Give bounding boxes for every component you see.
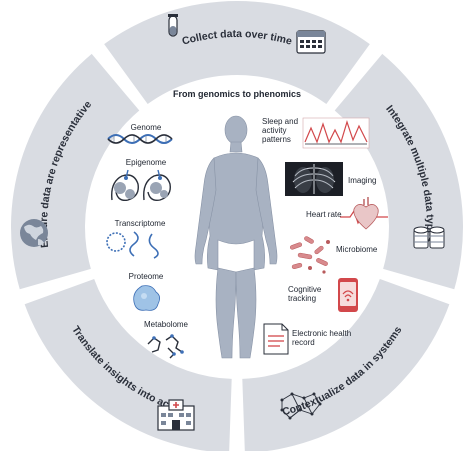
- calendar-icon: [296, 30, 326, 54]
- chromatin-icon: [111, 169, 171, 202]
- item-label-transcriptome: Transcriptome: [115, 219, 166, 228]
- bacteria-icon: [289, 236, 330, 274]
- protein-blob-icon: [133, 285, 160, 311]
- right-item-label: Heart rate: [306, 210, 342, 219]
- right-item-label-line: record: [292, 338, 315, 347]
- dna-helix-icon: [107, 134, 173, 144]
- right-item-label-line: tracking: [288, 294, 316, 303]
- right-item-label-line: Heart rate: [306, 210, 342, 219]
- smartphone-icon: [338, 278, 358, 312]
- item-label-epigenome: Epigenome: [126, 158, 167, 167]
- right-item-label-line: patterns: [262, 135, 291, 144]
- document-icon: [263, 323, 289, 355]
- chest-xray-icon: [285, 162, 343, 196]
- right-item-label: Imaging: [348, 176, 376, 185]
- ring-segment: [242, 278, 450, 451]
- database-stack-icon: [413, 226, 445, 249]
- right-item-label-line: Sleep and: [262, 117, 298, 126]
- item-label-metabolome: Metabolome: [144, 320, 189, 329]
- rna-strand-icon: [106, 231, 159, 259]
- right-item-label-line: Imaging: [348, 176, 376, 185]
- center-title: From genomics to phenomics: [173, 89, 301, 99]
- globe-icon: [20, 219, 48, 247]
- right-item-label-line: Electronic health: [292, 329, 351, 338]
- test-tube-calendar-icon: [168, 14, 178, 37]
- right-item-label-line: Microbiome: [336, 245, 378, 254]
- human-figure: [194, 115, 278, 359]
- network-map-icon: [280, 392, 322, 420]
- activity-chart-icon: [302, 117, 370, 149]
- right-item-label: Microbiome: [336, 245, 378, 254]
- heart-icon: [340, 197, 388, 230]
- hospital-icon: [157, 399, 195, 431]
- molecule-network-icon: [147, 334, 184, 359]
- item-label-proteome: Proteome: [129, 272, 164, 281]
- segment-icons: [20, 14, 445, 431]
- right-item-label-line: activity: [262, 126, 286, 135]
- right-item-label-line: Cognitive: [288, 285, 322, 294]
- item-label-genome: Genome: [131, 123, 162, 132]
